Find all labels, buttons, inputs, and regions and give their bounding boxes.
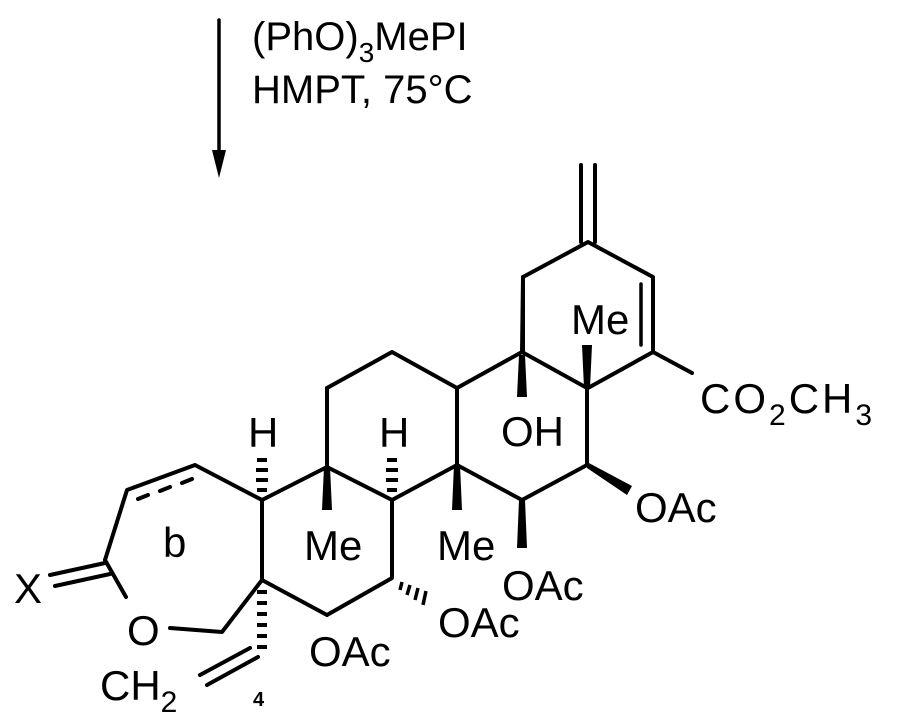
ch2-label: CH2 xyxy=(100,662,177,719)
down-arrow-icon xyxy=(212,18,226,178)
ring-e xyxy=(521,163,694,390)
oac-label-1: OAc xyxy=(635,484,717,531)
me-label-3: Me xyxy=(571,296,629,343)
oac-label-2: OAc xyxy=(502,562,584,609)
oac-label-3: OAc xyxy=(438,599,520,646)
compound-number: 4 xyxy=(253,689,265,711)
h-label-1: H xyxy=(248,409,278,456)
reagent-line-2: HMPT, 75°C xyxy=(252,68,473,112)
oh-label: OH xyxy=(501,408,564,455)
ring-label-b: b xyxy=(163,519,186,566)
x-atom-label: X xyxy=(14,565,42,612)
h-label-2: H xyxy=(379,409,409,456)
reagent-line-1: (PhO)3MePI xyxy=(252,15,468,68)
me-label-1: Me xyxy=(304,522,362,569)
ring-a-lactone xyxy=(48,463,267,687)
ring-b xyxy=(256,386,462,617)
oac-label-4: OAc xyxy=(309,628,391,675)
ester-label: CO2CH3 xyxy=(700,375,875,432)
me-label-2: Me xyxy=(437,522,495,569)
ring-oxygen-label: O xyxy=(127,607,160,654)
